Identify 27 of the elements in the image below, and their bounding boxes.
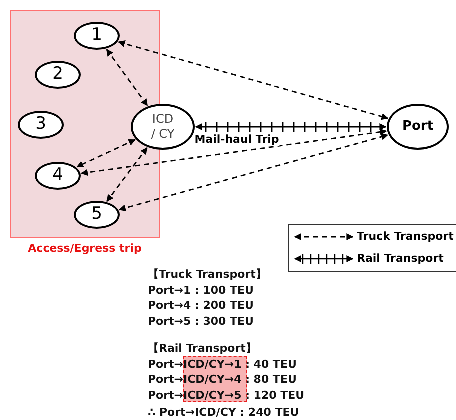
- edge-label: Mail-haul Trip: [194, 133, 280, 146]
- zone-ellipse: 2: [35, 61, 81, 89]
- note-text: Port→1 : 100 TEU: [148, 284, 254, 296]
- note-text: Port→4 : 200 TEU: [148, 299, 254, 312]
- zone-ellipse: 4: [35, 162, 81, 190]
- note-text: 【Truck Transport】: [148, 268, 267, 281]
- truck-arrow: [106, 148, 148, 202]
- zone-ellipse: 1: [74, 22, 120, 50]
- terminal-ellipse: ICD / CY: [131, 104, 195, 150]
- note-text: Port→ICD/CY→4 : 80 TEU: [148, 373, 297, 386]
- note-text: Port→ICD/CY→1 : 40 TEU: [148, 358, 297, 370]
- zone-ellipse: 3: [18, 111, 64, 139]
- zone-ellipse: 5: [74, 201, 120, 229]
- truck-arrow: [118, 134, 389, 212]
- legend-label: Rail Transport: [357, 252, 444, 265]
- note-text: Port→5 : 300 TEU: [148, 314, 254, 328]
- note-text: Port→ICD/CY→5 : 120 TEU: [148, 388, 305, 402]
- truck-arrow: [76, 139, 136, 168]
- truck-arrow: [106, 49, 148, 106]
- note-text: 【Rail Transport】: [148, 342, 257, 355]
- port-ellipse: Port: [387, 104, 449, 150]
- note-text: ∴ Port→ICD/CY : 240 TEU: [148, 406, 300, 419]
- truck-arrow: [80, 128, 388, 176]
- legend-label: Truck Transport: [357, 230, 454, 243]
- region-heading: Access/Egress trip: [28, 242, 142, 255]
- rail-arrow: [195, 121, 387, 133]
- truck-arrow: [118, 40, 389, 120]
